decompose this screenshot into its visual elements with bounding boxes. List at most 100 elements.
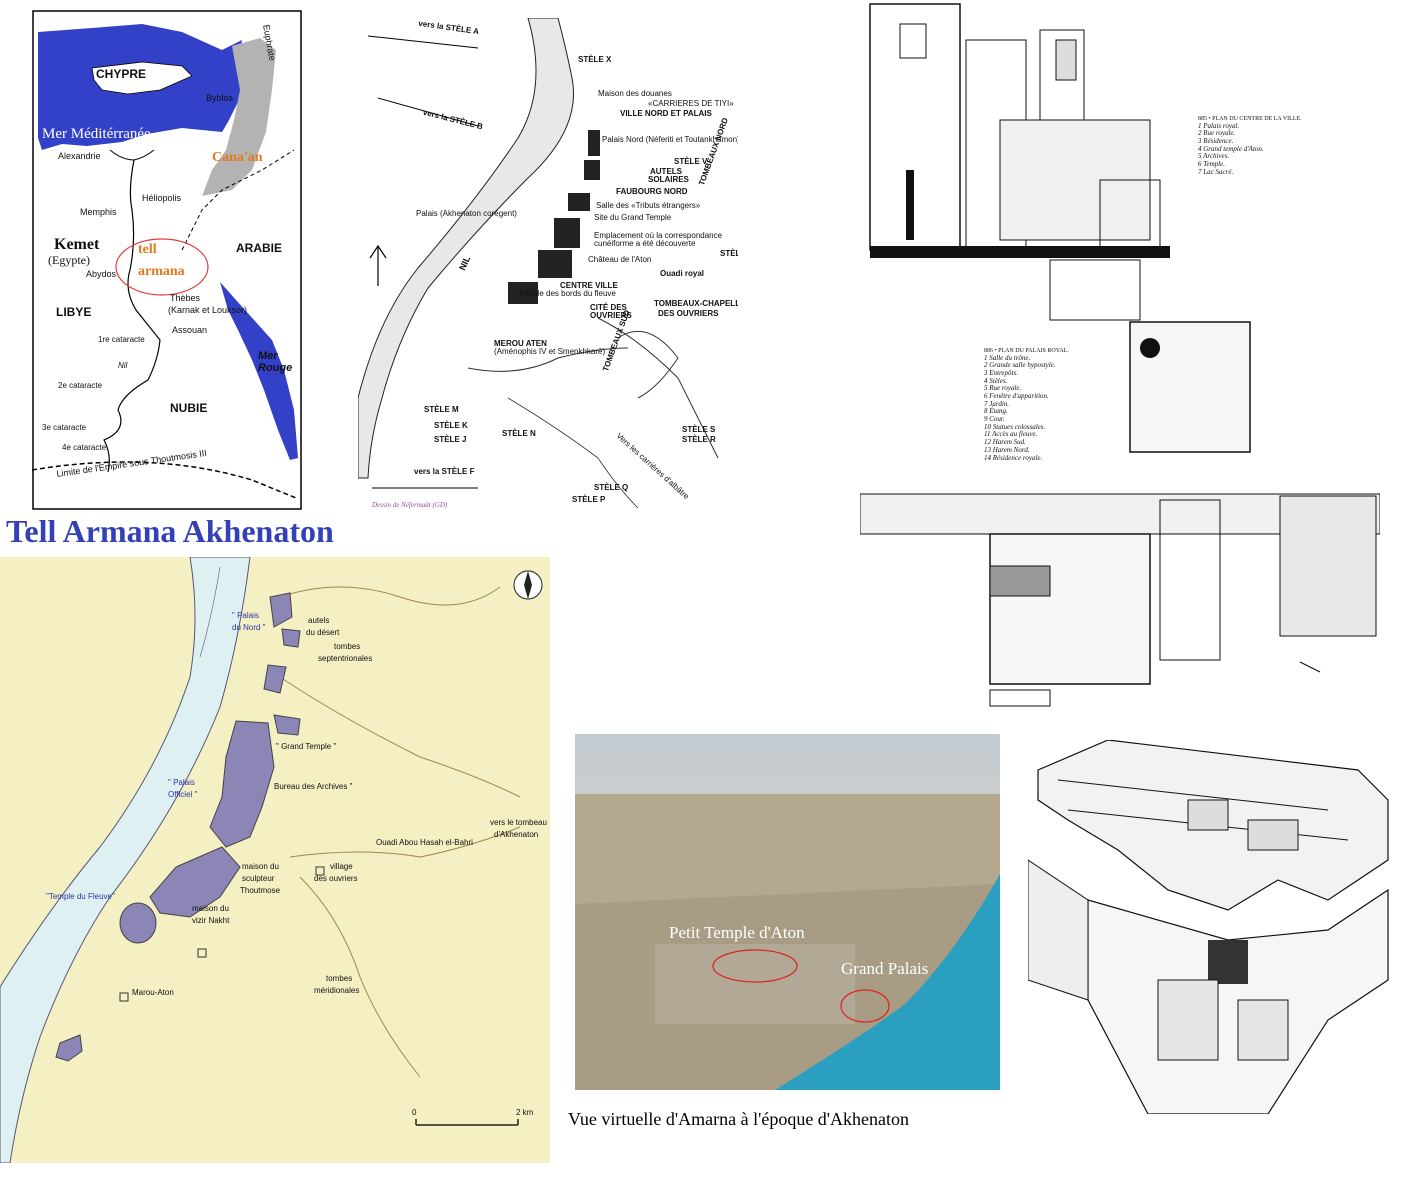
vizir-label-2: vizir Nakht — [192, 916, 230, 925]
grand-palais-highlight — [840, 989, 890, 1023]
faubourg-label: FAUBOURG NORD — [616, 187, 688, 196]
legend-item: 9 Cour. — [984, 415, 1005, 424]
heliopolis-label: Héliopolis — [142, 193, 182, 203]
palais-akhenaton-label: Palais (Akhenaton corégent) — [416, 209, 517, 218]
virtual-view: Petit Temple d'Aton Grand Palais — [575, 734, 1000, 1090]
ville-nord-label: VILLE NORD ET PALAIS — [620, 109, 712, 118]
legend-item: 2 Rue royale. — [1198, 129, 1236, 138]
cite-label-2: OUVRIERS — [590, 311, 632, 320]
stele-u-label: STÈLE U — [720, 249, 738, 258]
palais-nord-label-1: " Palais — [232, 611, 259, 620]
legend-item: 4 Stèles. — [984, 376, 1008, 385]
legend-item: 12 Harem Sud. — [984, 438, 1026, 447]
legend-item: 14 Résidence royale. — [984, 453, 1043, 462]
virtual-view-drawing — [575, 734, 1000, 1090]
carrieres-label: «CARRIERES DE TIYI» — [648, 99, 734, 108]
city-legend: 885 • PLAN DU CENTRE DE LA VILLE. 1 Pala… — [1198, 116, 1378, 176]
scale-label-0: 0 — [412, 1108, 417, 1117]
settlement-palais-nord — [269, 592, 293, 628]
axonometric-view — [1028, 740, 1393, 1114]
armana-label: armana — [138, 264, 185, 279]
main-title: Tell Armana Akhenaton — [6, 513, 334, 549]
legend-item: 5 Archives. — [1198, 152, 1230, 161]
nile-river-area — [0, 557, 251, 1163]
tombes-mer-label-2: méridionales — [314, 986, 360, 995]
settlement-tombes-sept — [263, 664, 287, 694]
red-sea — [220, 282, 298, 460]
signature-label: Dessin de Néfermaât (GD) — [372, 501, 448, 509]
vizir-label-1: maison du — [192, 904, 229, 913]
alexandria-label: Alexandrie — [58, 151, 101, 161]
stele-s-label: STÈLE S — [682, 425, 716, 434]
scale-label-2km: 2 km — [516, 1108, 534, 1117]
empire-limit-line — [32, 461, 297, 499]
palais-officiel-label-1: " Palais — [168, 778, 195, 787]
cataract3-label: 3e cataracte — [42, 423, 87, 432]
axonometric-drawing — [1028, 740, 1393, 1114]
palais-nord-label-2: du Nord " — [232, 623, 266, 632]
red-sea-label-2: Rouge — [258, 362, 293, 374]
amarna-site-map: vers la STÈLE A STÈLE X Maison des douan… — [358, 18, 738, 518]
libya-label: LIBYE — [56, 305, 92, 319]
grand-palais-label: Grand Palais — [841, 959, 929, 978]
stele-m-label: STÈLE M — [424, 405, 459, 414]
autels-label: AUTELS — [650, 167, 682, 176]
settlement-south — [149, 846, 241, 918]
site-map-drawing — [358, 18, 719, 509]
stele-r-label: STÈLE R — [682, 435, 716, 444]
palais-officiel-label-2: Officiel " — [168, 790, 198, 799]
memphis-label: Memphis — [80, 207, 117, 217]
petit-temple-highlight — [712, 949, 798, 983]
petit-temple-label: Petit Temple d'Aton — [669, 923, 805, 942]
correspondance-label-2: cunéiforme a été découverte — [594, 239, 696, 248]
nile-river — [103, 159, 161, 473]
color-site-map: " Palais du Nord " autels du désert tomb… — [0, 557, 550, 1163]
grand-temple-label: " Grand Temple " — [276, 742, 337, 751]
virtual-view-caption: Vue virtuelle d'Amarna à l'époque d'Akhe… — [568, 1109, 910, 1129]
color-map-drawing — [0, 557, 550, 1163]
city-plan: 885 • PLAN DU CENTRE DE LA VILLE. 1 Pala… — [860, 0, 1380, 712]
stele-v-label: STÈLE V — [674, 157, 708, 166]
canaan-region — [202, 38, 276, 196]
tombes-mer-label-1: tombes — [326, 974, 353, 983]
stele-x-label: STÈLE X — [578, 55, 612, 64]
legend-item: 2 Grande salle hypostyle. — [984, 361, 1056, 370]
legend-item: 6 Fenêtre d'apparition. — [984, 392, 1049, 401]
tell-armana-highlight — [115, 238, 209, 296]
nile-river-band — [358, 18, 575, 479]
stele-p-label: STÈLE P — [572, 495, 606, 504]
marou-label: Marou-Aton — [132, 988, 174, 997]
legend-item: 8 Étang. — [984, 407, 1008, 416]
merou-aten-label: MEROU ATEN — [494, 339, 547, 348]
cite-label-1: CITÉ DES — [590, 303, 627, 312]
village-label-2: des ouvriers — [314, 874, 358, 883]
settlement-marou — [55, 1034, 83, 1062]
ouadi-royal-label: Ouadi royal — [660, 269, 705, 278]
legend-item: 7 Jardin. — [984, 399, 1010, 408]
legend-item: 5 Rue royale. — [984, 384, 1022, 393]
city-plan-drawing — [860, 3, 1380, 707]
correspondance-label-1: Emplacement où la correspondance — [594, 231, 723, 240]
legend-item: 7 Lac Sacré. — [1198, 167, 1234, 176]
cyprus-label: CHYPRE — [96, 67, 147, 81]
maison-douanes-label: Maison des douanes — [598, 89, 672, 98]
legend-item: 4 Grand temple d'Aton. — [1198, 144, 1264, 153]
egypt-label: (Egypte) — [48, 253, 90, 267]
palais-nord-label: Palais Nord (Néferiti et Toutankhamon) — [602, 135, 738, 144]
canaan-label: Cana'an — [212, 150, 263, 165]
settlement-temple-fleuve — [119, 902, 157, 944]
stele-k-label: STÈLE K — [434, 421, 468, 430]
legend-item: 13 Harem Nord. — [984, 445, 1030, 454]
city-legend-title: 885 • PLAN DU CENTRE DE LA VILLE. — [1198, 116, 1302, 122]
scale-bar — [415, 1119, 519, 1126]
chateau-label: Château de l'Aton — [588, 255, 652, 264]
tombeaux-chapelles-label-2: DES OUVRIERS — [658, 309, 719, 318]
tell-label: tell — [138, 242, 157, 257]
temple-fleuve-label: "Temple du Fleuve" — [46, 892, 115, 901]
tombes-sept-label-1: tombes — [334, 642, 361, 651]
legend-item: 6 Temple. — [1198, 160, 1225, 169]
nubia-label: NUBIE — [170, 401, 208, 415]
tombeaux-chapelles-label-1: TOMBEAUX-CHAPELLES — [654, 299, 738, 308]
temple-bords-label: Temple des bords du fleuve — [518, 289, 616, 298]
merou-sub-label: (Aménophis IV et Smenkhkarê) — [494, 347, 606, 356]
